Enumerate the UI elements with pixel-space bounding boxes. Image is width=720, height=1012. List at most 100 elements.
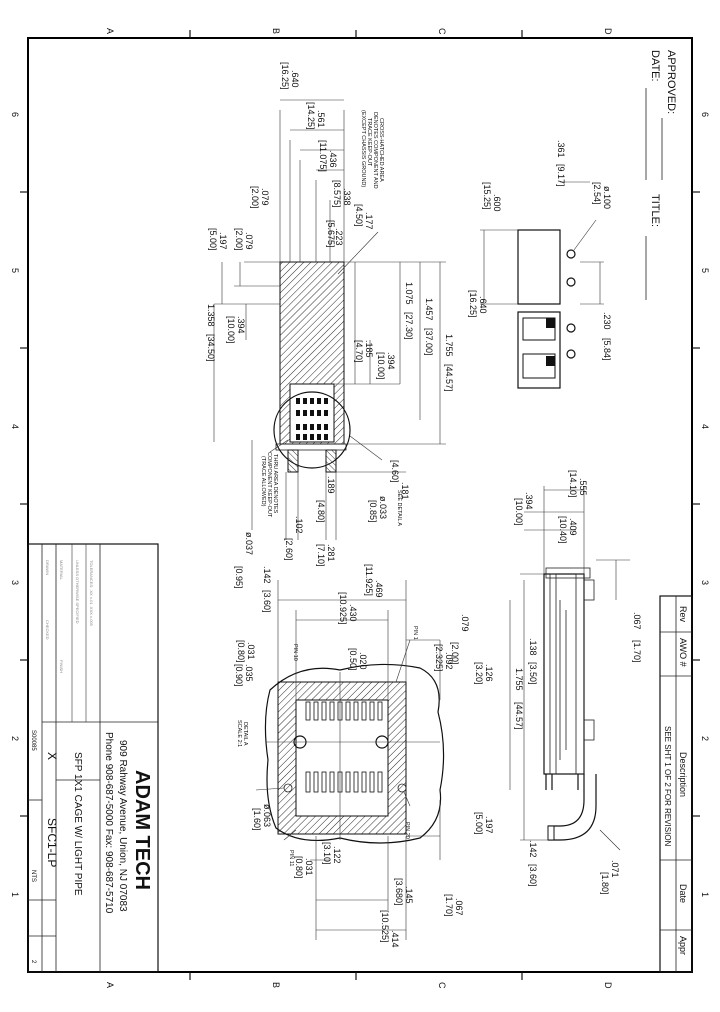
cage-side-view — [509, 486, 630, 851]
dim-079b-mm: [2.00] — [234, 228, 244, 251]
company-name: ADAM TECH — [131, 770, 153, 890]
dim-det-031a-mm: [0.80] — [236, 640, 246, 663]
dim-197: .197 — [218, 232, 228, 250]
pin-11-label: PIN 11 — [288, 850, 294, 866]
zone-bottom-a: A — [105, 982, 115, 988]
zone-right-4: 4 — [700, 424, 710, 429]
title-block: DRAWN CHECKED MATERIAL FINISH UNLESS OTH… — [27, 543, 159, 973]
dim-281-mm: [7.10] — [316, 544, 326, 567]
dim-cage-600-mm: [15.25] — [482, 182, 492, 210]
dim-177-mm: [4.50] — [354, 204, 364, 227]
dim-640: .640 — [290, 70, 300, 88]
dim-079b: .079 — [244, 232, 254, 250]
dim-033: ø.033 — [378, 496, 388, 519]
dim-561: .561 — [316, 110, 326, 128]
footprint-notes: CROSS-HATCHED AREA DENOTES COMPONENT AND… — [260, 110, 402, 526]
dim-cage-361-mm: [9.17] — [556, 164, 566, 187]
dim-det-092-mm: [2.325] — [434, 644, 444, 672]
dim-079a: .079 — [260, 188, 270, 206]
cage-front-dimensions: ø.100 [2.54] .361 [9.17] .600 [15.25] .6… — [468, 140, 612, 361]
dim-281: .281 — [326, 544, 336, 562]
dim-037-mm: [0.95] — [234, 566, 244, 589]
dim-side-138: .138 — [528, 638, 538, 656]
dim-1075-mm: [27.30] — [404, 312, 414, 340]
dim-side-1755: 1.755 — [514, 668, 524, 691]
dim-394a-mm: [10.00] — [376, 352, 386, 380]
dim-det-197-mm: [5.00] — [474, 812, 484, 835]
dim-1755-mm: [44.57] — [444, 364, 454, 392]
company-address: 909 Rahway Avenue, Union, NJ 07083 — [117, 740, 128, 912]
dim-189-mm: [4.80] — [316, 500, 326, 523]
dim-det-414-mm: [10.525] — [380, 910, 390, 943]
svg-text:MATERIAL: MATERIAL — [59, 560, 64, 580]
detail-a-view — [255, 580, 445, 940]
dim-079a-mm: [2.00] — [250, 186, 260, 209]
detail-a-dimensions: .469 [11.925] .430 [10.925] .079 [2.00] … — [234, 564, 494, 948]
note-crosshatch-1: CROSS-HATCHED AREA — [378, 118, 384, 182]
drawing-title: SFP 1X1 CAGE W/ LIGHT PIPE — [72, 752, 83, 896]
date-label: DATE: — [649, 50, 661, 82]
dim-det-469: .469 — [374, 580, 384, 598]
dim-142-mm: [3.60] — [262, 590, 272, 613]
scale-value: NTS — [30, 870, 36, 882]
detail-a-title: DETAIL A — [242, 722, 248, 746]
zone-labels: A B C D A B C D 6 5 4 3 2 1 6 5 4 3 2 1 — [10, 28, 710, 989]
dim-cage-361: .361 — [556, 140, 566, 158]
pcb-footprint — [213, 99, 446, 540]
dim-det-063-mm: [1.60] — [252, 808, 262, 831]
dim-cage-640: .640 — [478, 296, 488, 314]
dim-037: ø.037 — [244, 532, 254, 555]
svg-text:CHECKED: CHECKED — [45, 620, 50, 640]
dim-side-394: .394 — [524, 492, 534, 510]
zone-right-1: 1 — [700, 892, 710, 897]
approved-label: APPROVED: — [665, 50, 677, 114]
dim-cage-600: .600 — [492, 194, 502, 212]
sheet-border — [20, 30, 700, 980]
dim-394a: .394 — [386, 352, 396, 370]
zone-top-a: A — [105, 28, 115, 34]
zone-right-3: 3 — [700, 580, 710, 585]
detail-a-scale: SCALE 2:1 — [236, 720, 242, 747]
pin-20-label: PIN 20 — [404, 822, 410, 839]
dim-561-mm: [14.25] — [306, 102, 316, 130]
dim-394b: .394 — [236, 316, 246, 334]
dim-det-414: .414 — [390, 930, 400, 948]
zone-right-5: 5 — [700, 268, 710, 273]
zone-left-4: 4 — [10, 424, 20, 429]
cage-side-dimensions: .555 [14.10] .409 [10.40] .394 [10.00] .… — [514, 470, 642, 895]
note-crosshatch-4: (EXCEPT CHASSIS GROUND) — [360, 110, 366, 187]
dim-det-079-mm: [2.00] — [450, 642, 460, 665]
dim-side-142: .142 — [528, 840, 538, 858]
zone-left-2: 2 — [10, 736, 20, 741]
dim-189: .189 — [326, 476, 336, 494]
note-thru-area-2: COMPONENT KEEP-OUT — [266, 452, 272, 518]
dim-side-555: .555 — [578, 478, 588, 496]
dim-side-409-mm: [10.40] — [558, 516, 568, 544]
dim-det-145-mm: [3.680] — [394, 878, 404, 906]
revision-block: Rev AWO # Description Date Appr SEE SHT … — [659, 595, 693, 973]
dim-det-145: .145 — [404, 886, 414, 904]
dim-det-063: ø.063 — [262, 804, 272, 827]
dim-det-122: .122 — [332, 846, 342, 864]
dim-cage-230-mm: [5.84] — [602, 338, 612, 361]
dim-1755: 1.755 — [444, 334, 454, 357]
dim-102-mm: [2.60] — [284, 538, 294, 561]
note-see-detail: SEE DETAIL A — [396, 490, 402, 526]
dim-436: .436 — [328, 150, 338, 168]
zone-top-c: C — [437, 28, 447, 35]
zone-left-1: 1 — [10, 892, 20, 897]
dim-223: .223 — [334, 228, 344, 246]
dim-side-071-mm: [1.80] — [600, 872, 610, 895]
note-crosshatch-2: DENOTES COMPONENT AND — [372, 112, 378, 189]
dim-det-067-mm: [1.70] — [444, 894, 454, 917]
dim-det-031b: .031 — [304, 858, 314, 876]
dim-side-555-mm: [14.10] — [568, 470, 578, 498]
sheet-value: 2 — [30, 960, 36, 964]
dim-033-mm: [0.85] — [368, 500, 378, 523]
dim-side-067-mm: [1.70] — [632, 640, 642, 663]
dim-640-mm: [16.25] — [280, 62, 290, 90]
dim-1358: 1.358 — [206, 304, 216, 327]
dim-177: .177 — [364, 212, 374, 230]
footprint-dimensions: .640 [16.25] .561 [14.25] .436 [11.075] … — [206, 62, 454, 613]
pin-10-label: PIN 10 — [292, 644, 298, 661]
